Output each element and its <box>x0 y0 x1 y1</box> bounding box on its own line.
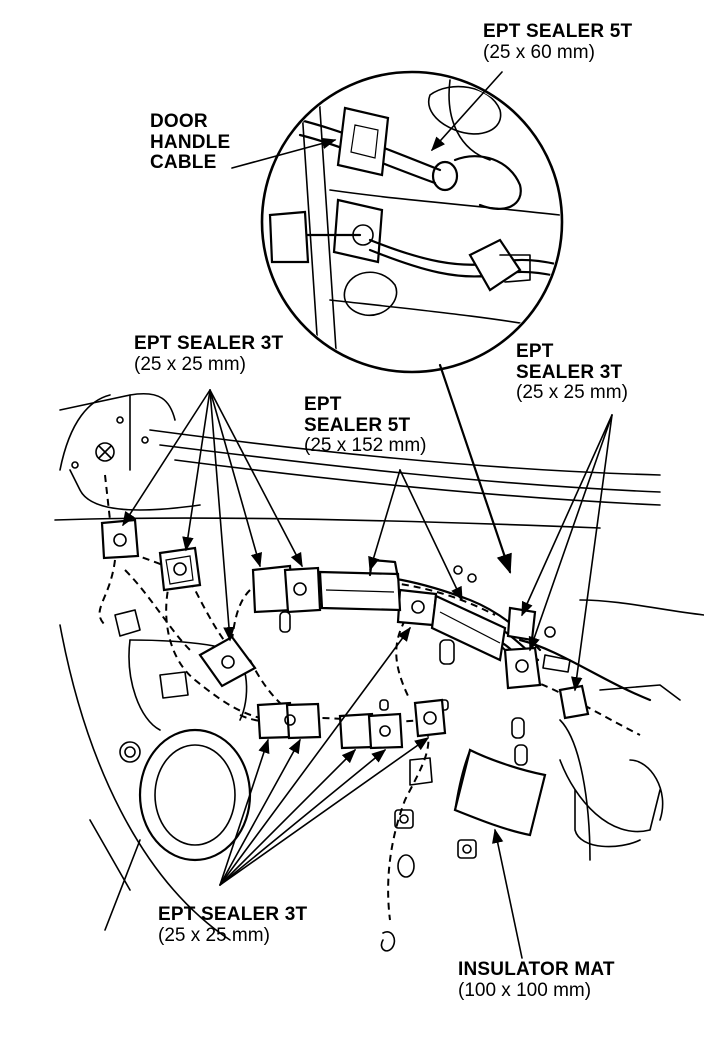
label-ept-sealer-5t-middle: EPT SEALER 5T (25 x 152 mm) <box>304 394 427 457</box>
label-line: EPT <box>516 341 554 362</box>
label-title: INSULATOR MAT <box>458 959 615 980</box>
label-ept-sealer-3t-right: EPT SEALER 3T (25 x 25 mm) <box>516 341 628 404</box>
label-line: SEALER 3T <box>516 361 623 383</box>
label-line: HANDLE <box>150 131 231 153</box>
label-ept-sealer-3t-upper-left: EPT SEALER 3T (25 x 25 mm) <box>134 333 284 375</box>
insulator-mat <box>453 748 547 837</box>
label-ept-sealer-5t-top: EPT SEALER 5T (25 x 60 mm) <box>483 21 633 63</box>
sealer-pad-lower-2 <box>338 712 404 750</box>
label-line: CABLE <box>150 152 217 174</box>
sealer-pad-right-2 <box>503 646 542 690</box>
label-size: (25 x 25 mm) <box>134 353 246 375</box>
wire-harness <box>98 474 641 952</box>
label-size: (25 x 60 mm) <box>483 41 595 63</box>
sealer-pad-lower-3 <box>413 698 447 738</box>
sealer-pad-left-3 <box>198 635 257 688</box>
detail-callout-arrow <box>438 363 512 574</box>
door-inner-panel <box>54 393 704 941</box>
label-size: (25 x 25 mm) <box>516 382 628 404</box>
sealer-pad-lower-1 <box>256 701 322 740</box>
sealer-pad-right-1 <box>506 606 537 642</box>
sealer-pad-middle-2 <box>396 588 438 627</box>
label-title: EPT SEALER 3T <box>134 333 284 354</box>
sealer-pads <box>100 518 590 750</box>
label-title: EPT SEALER 3T <box>158 904 308 925</box>
sealer-strip-5t <box>318 558 507 662</box>
label-title: EPT SEALER 5T <box>483 21 633 42</box>
label-size: (25 x 25 mm) <box>158 924 270 946</box>
label-line: DOOR <box>150 111 208 132</box>
label-line: SEALER 5T <box>304 414 411 436</box>
label-size: (25 x 152 mm) <box>304 435 427 457</box>
label-insulator-mat: INSULATOR MAT (100 x 100 mm) <box>458 959 615 1001</box>
label-ept-sealer-3t-bottom: EPT SEALER 3T (25 x 25 mm) <box>158 904 308 946</box>
sealer-pad-right-3 <box>558 684 590 720</box>
label-size: (100 x 100 mm) <box>458 979 592 1001</box>
label-line: EPT <box>304 394 342 415</box>
sealer-pad-middle-1 <box>251 564 322 614</box>
detail-magnifier <box>260 70 564 374</box>
sealer-pad-upper-left <box>100 518 140 560</box>
leader-arrows <box>122 71 613 959</box>
sealer-pad-left-2 <box>158 546 202 592</box>
label-door-handle-cable: DOOR HANDLE CABLE <box>150 111 231 174</box>
